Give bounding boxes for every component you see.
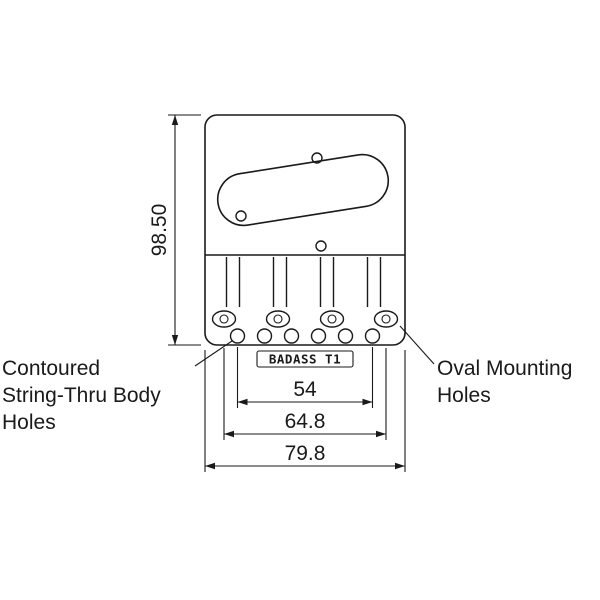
annotation-right-line1: Oval Mounting: [437, 357, 572, 380]
string-thru-hole: [283, 328, 300, 344]
annotation-left-line1: Contoured: [2, 357, 100, 380]
leader-line: [194, 340, 233, 367]
string-thru-hole: [310, 328, 327, 344]
plate-screw-hole: [235, 210, 247, 222]
annotation-left-line2: String-Thru Body: [2, 384, 161, 407]
oval-mounting-hole: [319, 310, 345, 328]
dimension-label-plate-height: 98.50: [148, 204, 171, 257]
annotation-right-line2: Holes: [437, 384, 491, 407]
plate-screw-hole: [315, 240, 327, 252]
dimension-label-plate-width: 79.8: [285, 442, 326, 465]
string-thru-hole: [364, 328, 381, 344]
oval-mounting-hole: [265, 310, 291, 328]
leader-line: [399, 325, 435, 365]
saddle-section: [211, 257, 399, 344]
string-thru-hole: [256, 328, 273, 344]
oval-mounting-holes: [211, 310, 399, 328]
logo-text: BADASS T1: [269, 352, 341, 367]
mounting-screw: [273, 314, 283, 324]
mounting-screw: [327, 314, 337, 324]
bridge-plate: [204, 114, 406, 346]
pickup-cutout: [216, 153, 390, 227]
dimension-label-mounting-span: 64.8: [285, 410, 326, 433]
oval-mounting-hole: [211, 310, 237, 328]
dimension-plate-height: 98.50: [148, 114, 201, 346]
logo-plate: BADASS T1: [256, 350, 354, 368]
annotation-oval-mounting: Oval Mounting Holes: [399, 325, 572, 407]
plate-screw-hole: [311, 152, 323, 164]
dimension-label-string-spacing: 54: [293, 378, 317, 401]
bridge-plate-outline: [204, 114, 406, 346]
string-thru-hole: [337, 328, 354, 344]
annotation-left-line3: Holes: [2, 411, 56, 434]
dimension-mounting-span: 64.8: [223, 348, 387, 440]
annotation-string-thru: Contoured String-Thru Body Holes: [2, 340, 233, 434]
dimension-string-spacing: 54: [236, 347, 374, 408]
mounting-screw: [381, 314, 391, 324]
saddle-spring-lines: [225, 257, 382, 307]
oval-mounting-hole: [373, 310, 399, 328]
mounting-screw: [219, 314, 229, 324]
string-thru-hole: [229, 328, 246, 344]
string-thru-holes: [229, 328, 381, 344]
logo-box: [256, 350, 354, 368]
dimension-plate-width: 79.8: [204, 350, 406, 472]
